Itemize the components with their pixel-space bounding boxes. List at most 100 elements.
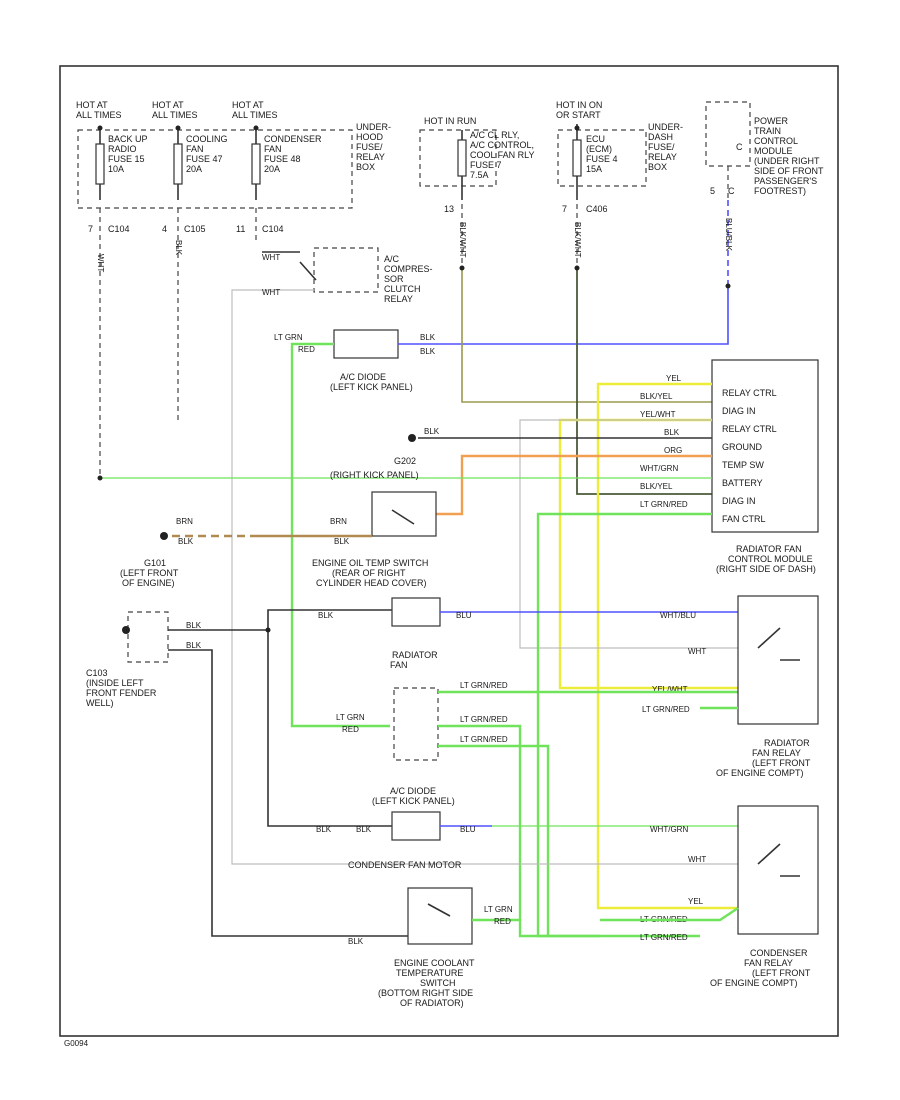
svg-text:BLK: BLK — [420, 347, 436, 356]
condenser-fan-relay — [737, 805, 819, 935]
ac-diode-label: A/C DIODE(LEFT KICK PANEL) — [330, 372, 413, 392]
svg-text:BLK: BLK — [334, 537, 350, 546]
radiator-fan-control-module — [711, 359, 819, 533]
c103-connector — [127, 611, 169, 663]
radiator-fan-diode — [393, 687, 439, 761]
ac-diode-lower — [391, 811, 441, 841]
pin-7b: 7 — [562, 204, 567, 214]
svg-text:WHT/GRN: WHT/GRN — [640, 464, 678, 473]
svg-text:LT GRN/RED: LT GRN/RED — [640, 933, 688, 942]
ac-diode2-label: A/C DIODE(LEFT KICK PANEL) — [372, 786, 455, 806]
svg-text:BATTERY: BATTERY — [722, 478, 763, 488]
svg-text:ORG: ORG — [664, 446, 682, 455]
svg-text:DIAG IN: DIAG IN — [722, 406, 756, 416]
svg-text:BLU: BLU — [460, 825, 476, 834]
svg-text:LT GRN/RED: LT GRN/RED — [640, 500, 688, 509]
svg-text:C: C — [736, 142, 743, 152]
wire-blkwht-b: BLK/WHT — [573, 222, 582, 258]
svg-text:BLK/YEL: BLK/YEL — [640, 482, 673, 491]
svg-text:RED: RED — [342, 725, 359, 734]
svg-text:BLK: BLK — [356, 825, 372, 834]
diagram-code: G0094 — [64, 1039, 89, 1048]
svg-text:BLK: BLK — [664, 428, 680, 437]
svg-text:WHT: WHT — [688, 855, 706, 864]
svg-text:LT GRN/RED: LT GRN/RED — [460, 735, 508, 744]
c105-label: C105 — [184, 224, 206, 234]
c104-label: C104 — [108, 224, 130, 234]
pin-4: 4 — [162, 224, 167, 234]
svg-text:LT GRN/RED: LT GRN/RED — [460, 681, 508, 690]
svg-text:YEL/WHT: YEL/WHT — [652, 685, 688, 694]
hot-in-run-label: HOT IN RUN — [424, 116, 476, 126]
svg-text:BLK: BLK — [316, 825, 332, 834]
svg-text:LT GRN/RED: LT GRN/RED — [642, 705, 690, 714]
svg-text:BLK: BLK — [424, 427, 440, 436]
svg-text:BLK: BLK — [348, 937, 364, 946]
svg-text:LT GRN: LT GRN — [274, 333, 303, 342]
svg-text:BLK/YEL: BLK/YEL — [640, 392, 673, 401]
oil-temp-switch — [371, 491, 437, 537]
wire-blk-top: BLK — [174, 240, 183, 256]
ac-clutch-relay-box — [313, 247, 379, 293]
pin-5: 5 — [710, 186, 715, 196]
connector-pins: RELAY CTRL DIAG IN RELAY CTRL GROUND TEM… — [722, 388, 777, 524]
svg-text:DIAG IN: DIAG IN — [722, 496, 756, 506]
wire-wht-top: WHT — [96, 254, 105, 272]
svg-text:GROUND: GROUND — [722, 442, 762, 452]
pin-11: 11 — [236, 224, 245, 234]
pin-c: C — [728, 186, 735, 196]
pcm-box — [705, 101, 751, 167]
svg-text:YEL: YEL — [666, 374, 682, 383]
wire-wht-relay: WHT — [262, 253, 280, 262]
svg-text:RELAY CTRL: RELAY CTRL — [722, 424, 777, 434]
svg-text:LT GRN: LT GRN — [484, 905, 513, 914]
radiator-fan-diode-box — [391, 597, 441, 627]
svg-text:RED: RED — [298, 345, 315, 354]
svg-text:BLU: BLU — [456, 611, 472, 620]
coolant-temp-switch — [407, 887, 473, 945]
pin-7: 7 — [88, 224, 93, 234]
ac-diode-box — [333, 329, 399, 359]
svg-text:BLK: BLK — [318, 611, 334, 620]
fuse7-box — [419, 129, 497, 187]
wire-blkwht-a: BLK/WHT — [458, 222, 467, 258]
condenser-fan-motor-label: CONDENSER FAN MOTOR — [348, 860, 462, 870]
g202-label: G202(RIGHT KICK PANEL) — [330, 456, 419, 480]
c104b-label: C104 — [262, 224, 284, 234]
svg-text:WHT: WHT — [262, 288, 280, 297]
svg-text:LT GRN/RED: LT GRN/RED — [460, 715, 508, 724]
radiator-fan-relay — [737, 595, 819, 725]
svg-text:FAN CTRL: FAN CTRL — [722, 514, 766, 524]
svg-text:BRN: BRN — [330, 517, 347, 526]
svg-text:BLK: BLK — [186, 621, 202, 630]
svg-text:WHT: WHT — [688, 647, 706, 656]
wire-blublk: BLU/BLK — [724, 218, 733, 252]
svg-text:BLK: BLK — [186, 641, 202, 650]
diagram-frame — [59, 65, 839, 1037]
svg-text:YEL: YEL — [688, 897, 704, 906]
svg-text:BLK: BLK — [178, 537, 194, 546]
svg-text:TEMP SW: TEMP SW — [722, 460, 764, 470]
svg-text:BLK: BLK — [420, 333, 436, 342]
svg-text:WHT/GRN: WHT/GRN — [650, 825, 688, 834]
underhood-fuse-box — [77, 129, 353, 209]
